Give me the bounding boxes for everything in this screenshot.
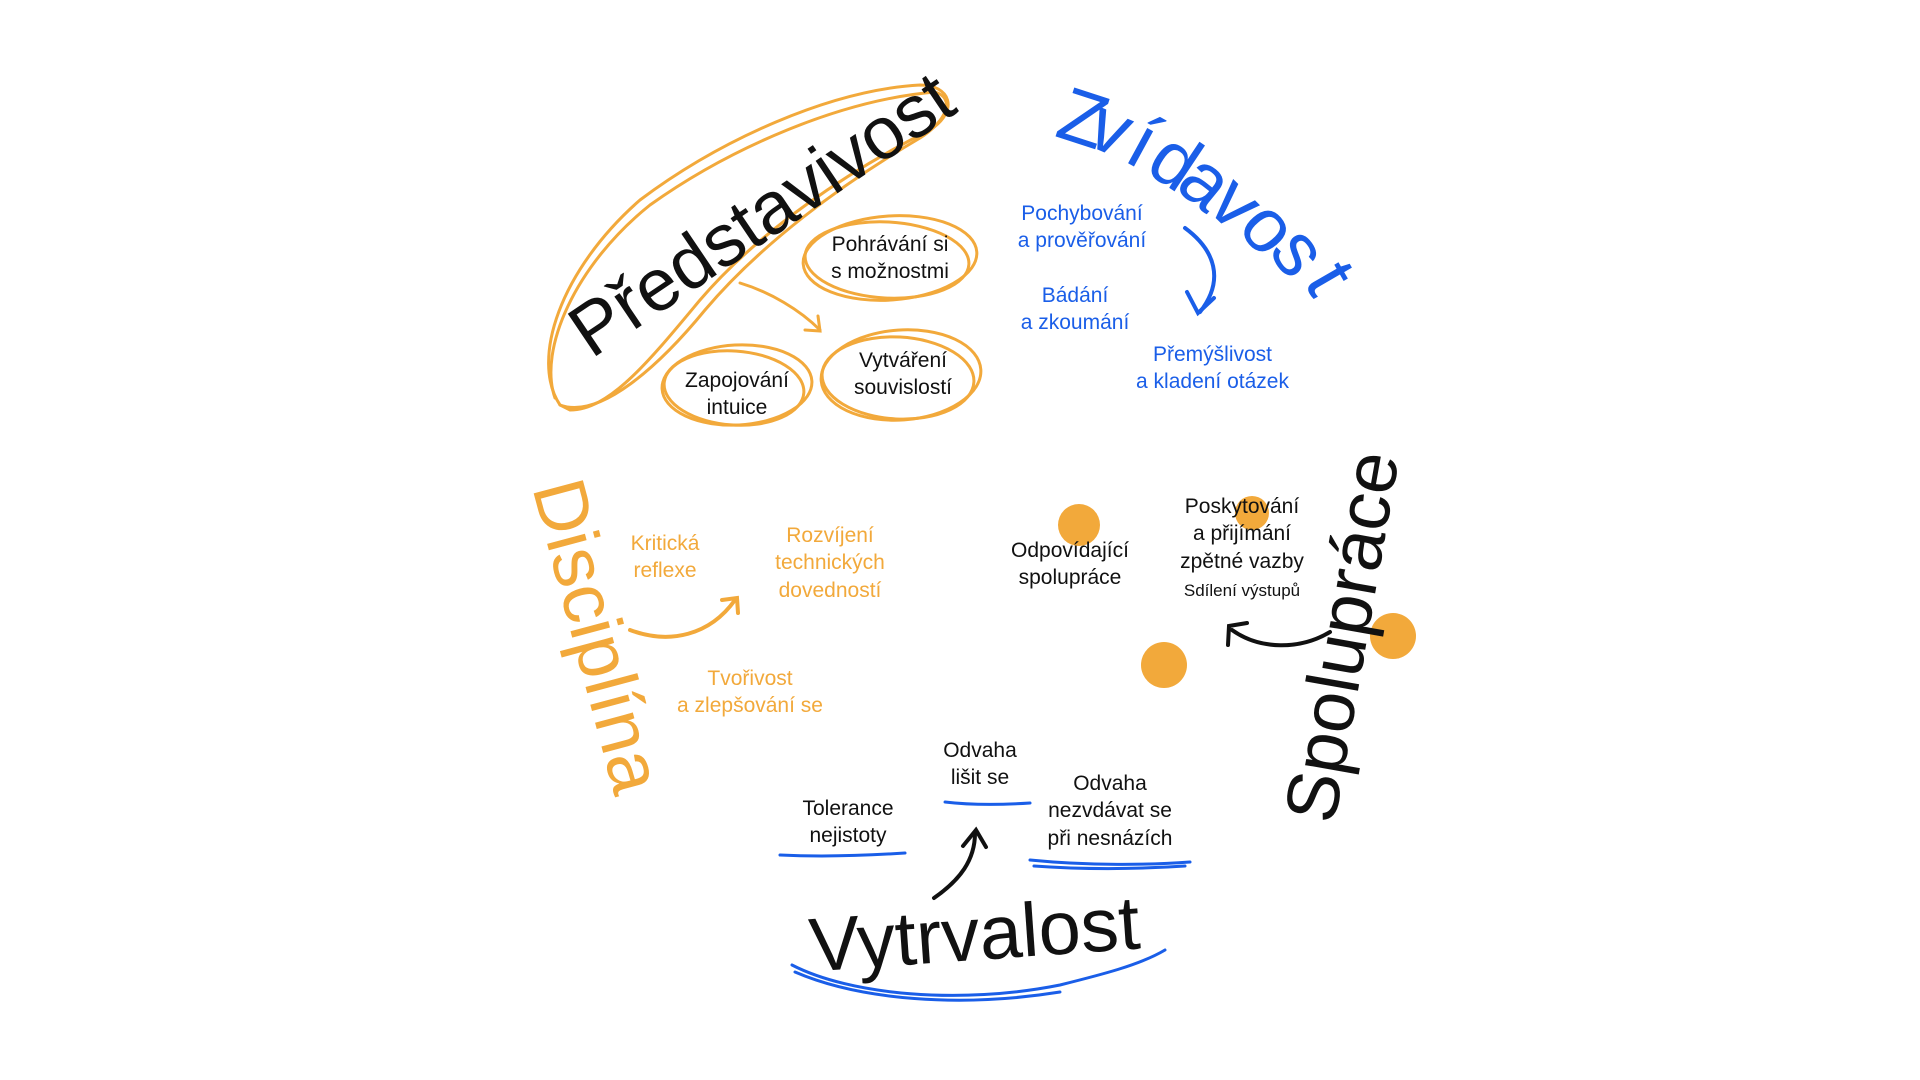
- zvidavost-arrow: [1183, 226, 1217, 317]
- tvorivost-label: Tvořivost a zlepšování se: [677, 667, 823, 718]
- vytvareni-label: Vytváření souvislostí: [853, 349, 953, 400]
- zapojovani-label: Zapojování intuice: [685, 369, 789, 420]
- zapojovani-ring: [660, 343, 814, 427]
- vytrvalost-arrow: [932, 826, 988, 900]
- vytvareni-ring: [819, 328, 983, 422]
- vytrvalost-underlines: [778, 800, 1192, 1002]
- odvaha-lisit-label: Odvaha lišit se: [943, 739, 1017, 790]
- predstavivost-arrow: [738, 281, 822, 333]
- pohravani-ring: [801, 214, 979, 302]
- spoluprace-arrow: [1226, 621, 1332, 648]
- pohravani-label: Pohrávání si s možnostmi: [831, 233, 949, 284]
- spoluprace-dots: [1058, 496, 1416, 688]
- odpovidajici-label: Odpovídající spolupráce: [1011, 539, 1129, 590]
- pochybovani-label: Pochybování a prověřování: [1017, 202, 1147, 253]
- kriticka-label: Kritická reflexe: [630, 532, 700, 583]
- rozvijeni-label: Rozvíjení technických dovedností: [775, 524, 885, 602]
- sdileni-label: Sdílení výstupů: [1183, 581, 1301, 600]
- predstavivost-loop: [547, 83, 950, 412]
- poskytovani-label: Poskytování a přijímání zpětné vazby: [1180, 495, 1304, 573]
- disciplina-arrow: [628, 595, 740, 639]
- tolerance-label: Tolerance nejistoty: [802, 797, 894, 848]
- odvaha-nezvdavat-label: Odvaha nezvdávat se při nesnázích: [1047, 772, 1173, 850]
- badani-label: Bádání a zkoumání: [1020, 284, 1130, 335]
- premyslivost-label: Přemýšlivost a kladení otázek: [1136, 343, 1289, 394]
